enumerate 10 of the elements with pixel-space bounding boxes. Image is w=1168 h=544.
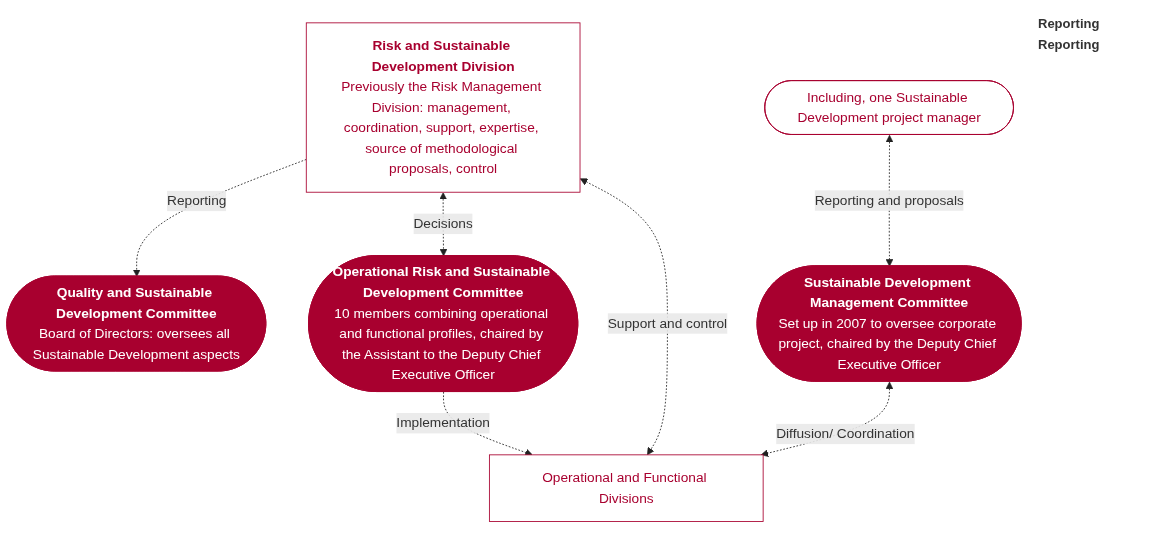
note-text: Reporting bbox=[1038, 16, 1101, 31]
note-text: Reporting bbox=[1038, 37, 1101, 52]
edge-label: Reporting and proposals bbox=[814, 192, 964, 208]
edge-label: Implementation bbox=[396, 415, 490, 430]
node-box: Risk and Sustainable Development Division Previously the Risk Management Division: management, coordination, support, expertise, source of methodological proposals, control bbox=[305, 22, 581, 193]
edge-label: Reporting bbox=[167, 193, 227, 208]
edge-label: Support and control bbox=[607, 315, 728, 331]
node-box: Operational and Functional Divisions bbox=[488, 454, 764, 522]
edge-label: Diffusion/ Coordination bbox=[776, 426, 915, 441]
edge-label: Decisions bbox=[413, 215, 473, 231]
